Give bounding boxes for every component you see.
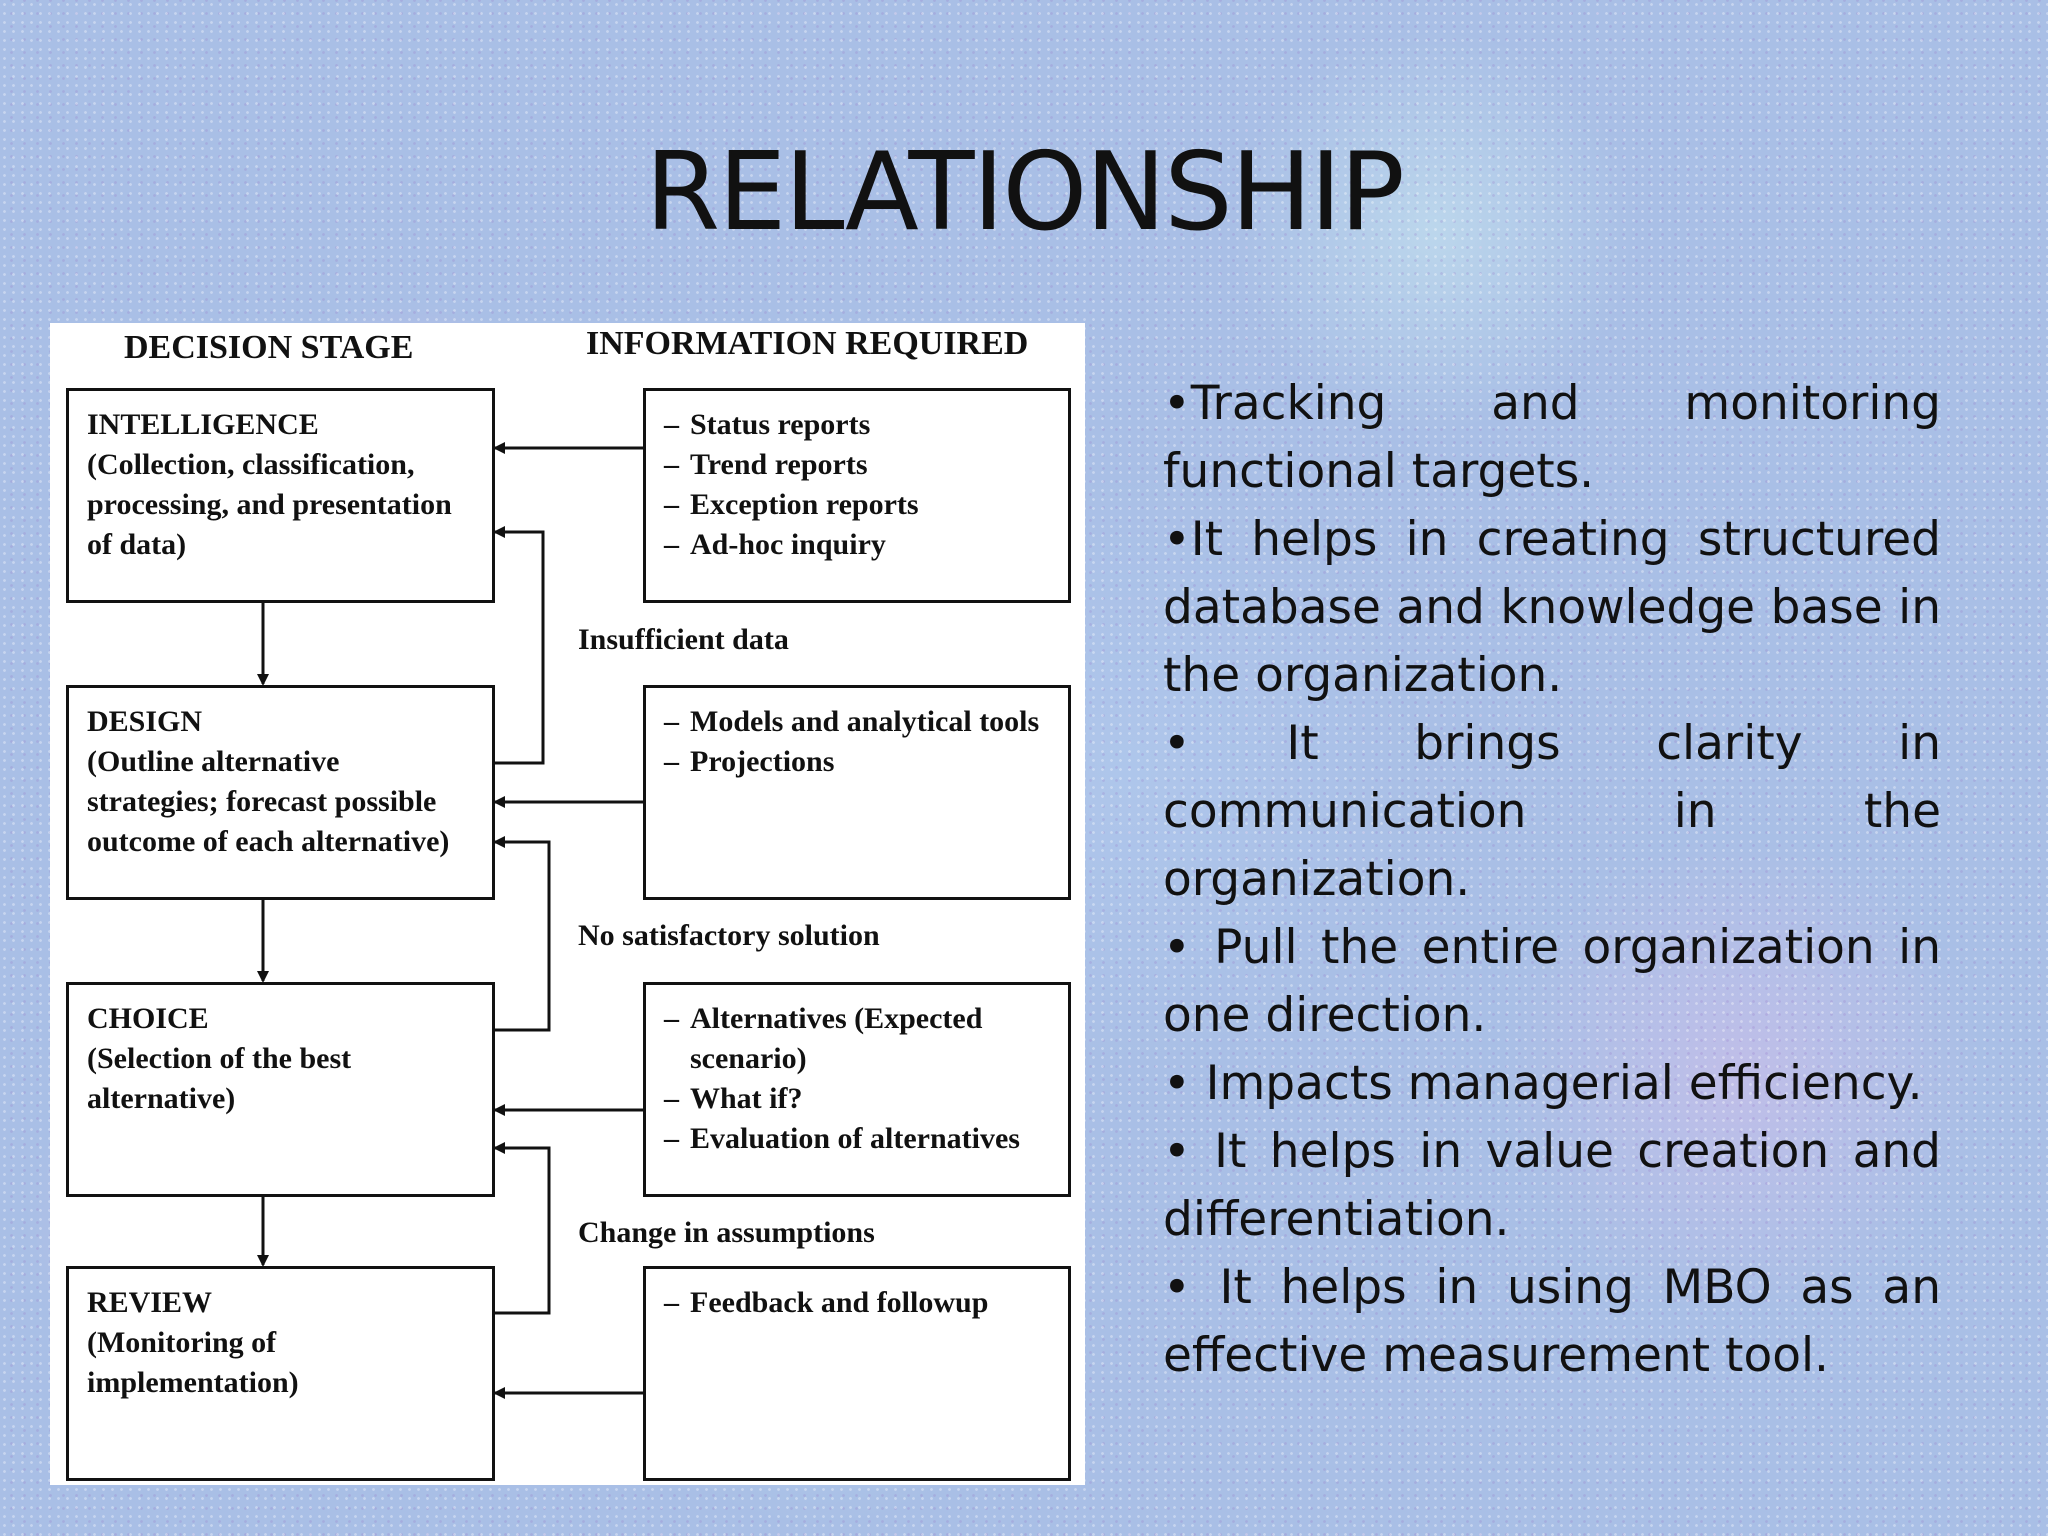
bullet-item: • It helps in using MBO as an effective … [1163,1260,1941,1383]
info-item: Ad-hoc inquiry [664,525,1050,565]
decision-stage-diagram: DECISION STAGE INFORMATION REQUIRED INTE… [50,323,1085,1485]
stage-name: INTELLIGENCE [87,408,319,441]
bullet-item: •It helps in creating structured databas… [1163,512,1941,703]
information-required-header: INFORMATION REQUIRED [586,325,1029,362]
bullet-item: • It brings clarity in communication in … [1163,716,1941,907]
bullet-item: • It helps in value creation and differe… [1163,1124,1941,1247]
info-item: Alternatives (Expected scenario) [664,999,1050,1079]
info-item: Projections [664,742,1050,782]
info-item: Feedback and followup [664,1283,1050,1323]
stage-intelligence: INTELLIGENCE (Collection, classification… [66,388,495,603]
bullet-item: • Pull the entire organization in one di… [1163,920,1941,1043]
stage-description: (Collection, classification, processing,… [87,448,452,561]
bullet-item: •Tracking and monitoring functional targ… [1163,376,1941,499]
stage-description: (Selection of the best alternative) [87,1042,352,1115]
info-item: What if? [664,1079,1050,1119]
feedback-label-insufficient-data: Insufficient data [578,623,789,656]
feedback-choice-to-design [493,836,551,1032]
stage-name: REVIEW [87,1286,213,1319]
diagram-connectors [257,442,643,1399]
stage-design: DESIGN (Outline alternative strategies; … [66,685,495,900]
feedback-review-to-choice [493,1142,551,1315]
info-item: Exception reports [664,485,1050,525]
bullet-item: • Impacts managerial efficiency. [1163,1056,1923,1111]
info-item: Status reports [664,405,1050,445]
info-item: Trend reports [664,445,1050,485]
decision-stage-header: DECISION STAGE [124,329,414,366]
feedback-label-no-solution: No satisfactory solution [578,919,880,952]
info-item: Evaluation of alternatives [664,1119,1050,1159]
stage-choice: CHOICE (Selection of the best alternativ… [66,982,495,1197]
feedback-design-to-intelligence [493,526,545,765]
stage-review: REVIEW (Monitoring of implementation) [66,1266,495,1481]
info-box-choice: Alternatives (Expected scenario) What if… [643,982,1071,1197]
stage-description: (Monitoring of implementation) [87,1326,299,1399]
stage-name: CHOICE [87,1002,209,1035]
info-item: Models and analytical tools [664,702,1050,742]
info-box-intelligence: Status reports Trend reports Exception r… [643,388,1071,603]
slide-title: RELATIONSHIP [645,130,1405,255]
feedback-label-change-assumptions: Change in assumptions [578,1216,875,1249]
info-box-design: Models and analytical tools Projections [643,685,1071,900]
bullet-list: •Tracking and monitoring functional targ… [1163,370,1941,1390]
info-box-review: Feedback and followup [643,1266,1071,1481]
stage-name: DESIGN [87,705,203,738]
stage-description: (Outline alternative strategies; forecas… [87,745,450,858]
